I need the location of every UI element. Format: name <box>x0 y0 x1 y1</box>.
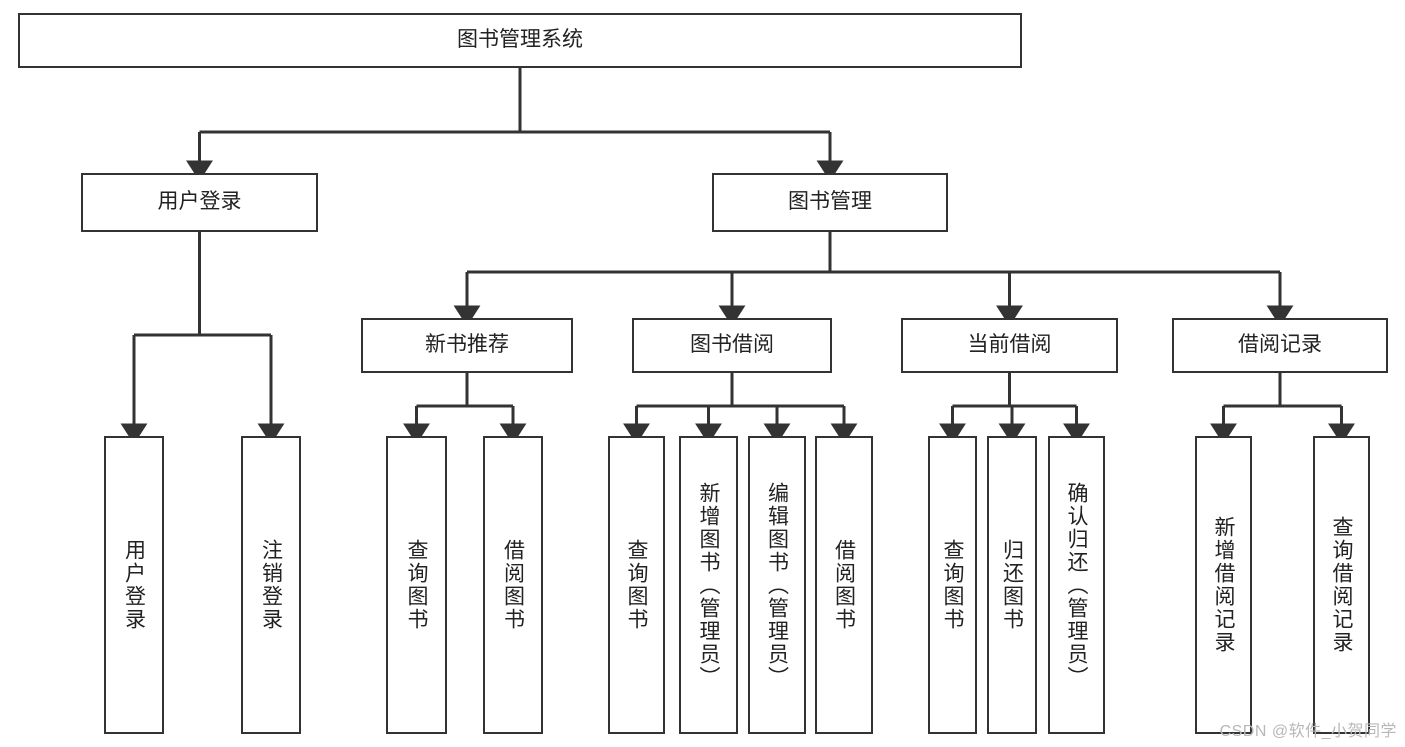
node-label: 新增图书（管理员） <box>697 481 720 689</box>
node-label: 归还图书 <box>1000 539 1024 631</box>
node-label: 注销登录 <box>259 539 283 631</box>
leaf-node-leaf-query-book-rec[interactable]: 查询图书 <box>386 436 447 734</box>
node-label: 图书借阅 <box>690 333 774 357</box>
leaf-node-leaf-confirm-return-admin[interactable]: 确认归还（管理员） <box>1048 436 1105 734</box>
node-label: 查询图书 <box>625 539 648 631</box>
leaf-node-leaf-return-book[interactable]: 归还图书 <box>987 436 1037 734</box>
node-label: 借阅记录 <box>1238 333 1322 357</box>
leaf-node-leaf-edit-book-admin[interactable]: 编辑图书（管理员） <box>748 436 806 734</box>
node-label: 用户登录 <box>122 539 146 631</box>
node-label: 图书管理 <box>788 190 872 214</box>
node-label: 新增借阅记录 <box>1212 516 1235 654</box>
leaf-node-leaf-borrow-book[interactable]: 借阅图书 <box>815 436 873 734</box>
leaf-node-leaf-add-borrow-record[interactable]: 新增借阅记录 <box>1195 436 1252 734</box>
node-book-borrow[interactable]: 图书借阅 <box>632 318 832 373</box>
leaf-node-leaf-borrow-book-rec[interactable]: 借阅图书 <box>483 436 543 734</box>
node-label: 编辑图书（管理员） <box>765 481 789 689</box>
leaf-node-leaf-user-logout[interactable]: 注销登录 <box>241 436 301 734</box>
node-label: 确认归还（管理员） <box>1065 481 1088 689</box>
leaf-node-leaf-add-book-admin[interactable]: 新增图书（管理员） <box>679 436 738 734</box>
node-label: 借阅图书 <box>832 539 856 631</box>
node-label: 借阅图书 <box>501 539 525 631</box>
node-book-manage[interactable]: 图书管理 <box>712 173 948 232</box>
leaf-node-leaf-query-borrow-record[interactable]: 查询借阅记录 <box>1313 436 1370 734</box>
node-label: 查询图书 <box>941 539 964 631</box>
node-label: 当前借阅 <box>967 333 1052 357</box>
node-new-book-recommend[interactable]: 新书推荐 <box>361 318 573 373</box>
leaf-node-leaf-user-login[interactable]: 用户登录 <box>104 436 164 734</box>
root-node-book-management-system[interactable]: 图书管理系统 <box>18 13 1022 68</box>
node-borrow-record[interactable]: 借阅记录 <box>1172 318 1388 373</box>
node-label: 查询借阅记录 <box>1330 516 1353 654</box>
node-label: 新书推荐 <box>425 333 509 357</box>
leaf-node-leaf-query-book-current[interactable]: 查询图书 <box>928 436 977 734</box>
leaf-node-leaf-query-book-borrow[interactable]: 查询图书 <box>608 436 665 734</box>
node-label: 图书管理系统 <box>457 28 583 52</box>
node-label: 查询图书 <box>405 539 428 631</box>
node-label: 用户登录 <box>157 190 242 214</box>
node-user-login[interactable]: 用户登录 <box>81 173 318 232</box>
node-current-borrow[interactable]: 当前借阅 <box>901 318 1118 373</box>
